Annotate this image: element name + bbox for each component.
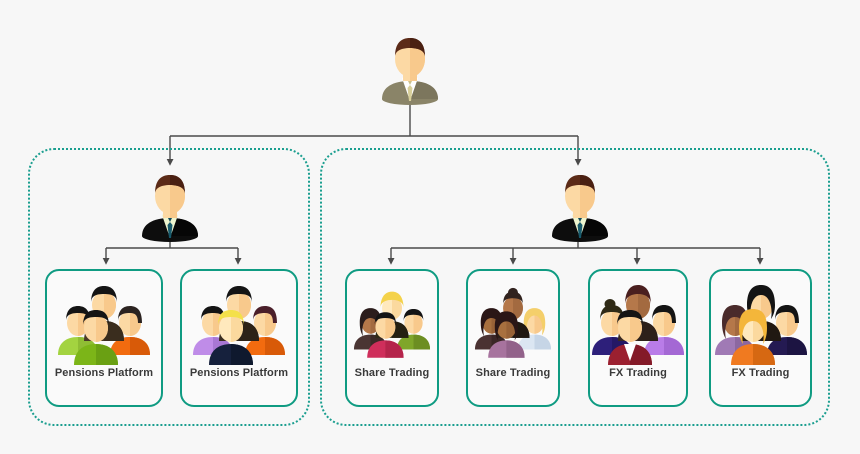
team-label: Share Trading xyxy=(354,367,430,379)
team-label: FX Trading xyxy=(731,367,790,379)
team-card[interactable]: FX Trading xyxy=(709,269,812,407)
team-label: Share Trading xyxy=(475,367,551,379)
ceo-avatar-icon[interactable] xyxy=(378,33,442,105)
team-label: Pensions Platform xyxy=(189,367,289,379)
team-group-icon xyxy=(193,286,285,365)
team-group-icon xyxy=(474,287,552,358)
group-container-right xyxy=(320,148,830,426)
team-card[interactable]: FX Trading xyxy=(588,269,688,407)
manager-right-avatar-icon[interactable] xyxy=(548,170,612,242)
team-card[interactable]: Pensions Platform xyxy=(180,269,298,407)
team-label: Pensions Platform xyxy=(54,367,154,379)
team-card[interactable]: Pensions Platform xyxy=(45,269,163,407)
team-group-icon xyxy=(58,286,150,365)
team-card[interactable]: Share Trading xyxy=(345,269,439,407)
team-group-icon xyxy=(714,285,807,365)
team-label: FX Trading xyxy=(609,367,667,379)
team-card[interactable]: Share Trading xyxy=(466,269,560,407)
team-group-icon xyxy=(353,291,431,358)
team-group-icon xyxy=(592,285,684,365)
group-container-left xyxy=(28,148,310,426)
manager-left-avatar-icon[interactable] xyxy=(138,170,202,242)
